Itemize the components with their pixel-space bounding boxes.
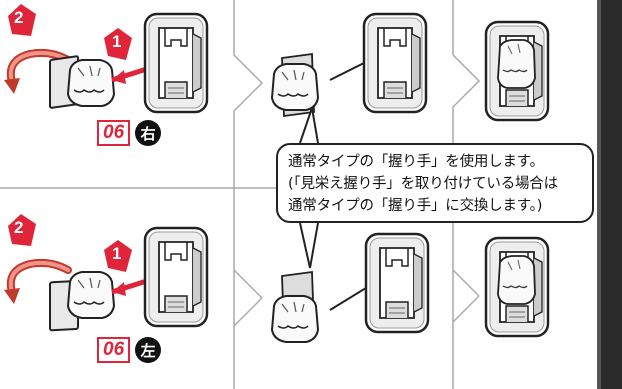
page-edge-strip (597, 0, 622, 389)
callout-line-1: 通常タイプの「握り手」を使用します。 (288, 154, 544, 170)
step-2-badge-top (8, 4, 36, 36)
callout-line-3: 通常タイプの「握り手」に交換します。) (288, 198, 543, 214)
part-tag-top: 06 右 (97, 120, 162, 146)
step-2-badge-bottom (8, 214, 36, 246)
side-badge-left: 左 (135, 337, 162, 363)
side-badge-right: 右 (135, 120, 162, 146)
bottom-row-illustration (4, 214, 548, 343)
part-tag-bottom: 06 左 (97, 337, 162, 363)
top-row-illustration (4, 4, 548, 120)
part-number-bottom: 06 (97, 337, 131, 363)
step-2-label-top: 2 (14, 8, 24, 27)
instruction-callout: 通常タイプの「握り手」を使用します。 (「見栄え握り手」を取り付けている場合は … (276, 143, 594, 223)
step-1-badge-top (104, 28, 132, 60)
step-1-badge-bottom (104, 240, 132, 272)
step-1-label-top: 1 (112, 32, 122, 51)
step-1-label-bottom: 1 (112, 244, 122, 263)
step-2-label-bottom: 2 (14, 218, 24, 237)
callout-line-2: (「見栄え握り手」を取り付けている場合は (288, 176, 558, 192)
part-number-top: 06 (97, 120, 131, 146)
